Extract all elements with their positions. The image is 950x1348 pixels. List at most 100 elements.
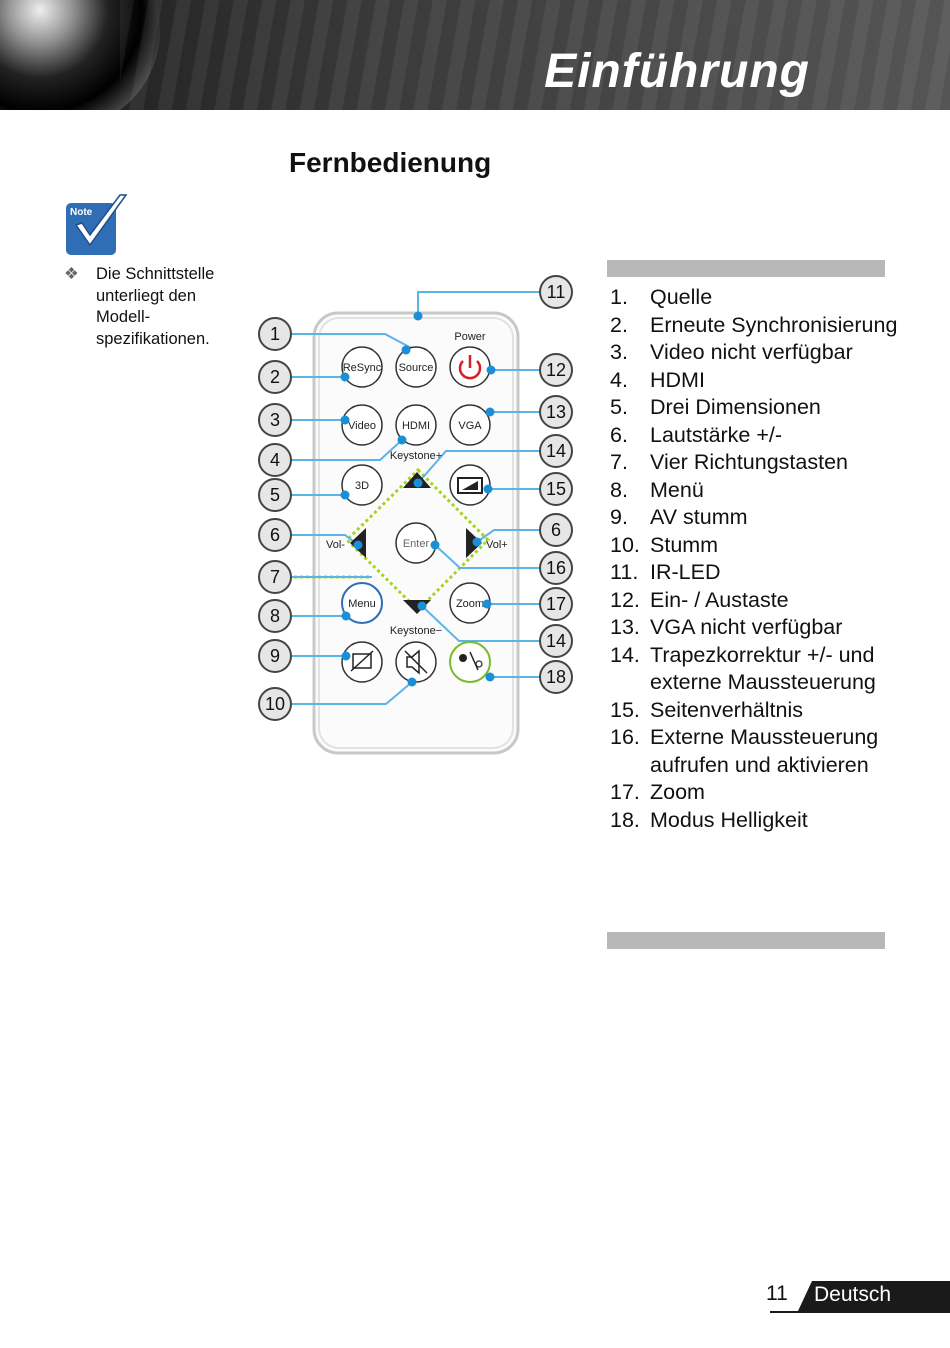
list-item: 15.Seitenverhältnis: [610, 697, 803, 722]
callout-right-13: 13: [539, 395, 573, 429]
list-item: 18.Modus Helligkeit: [610, 807, 808, 832]
list-item: 10.Stumm: [610, 532, 719, 557]
note-line: unterliegt den: [96, 286, 196, 305]
three-d-label: 3D: [355, 480, 369, 492]
footer-language: Deutsch: [814, 1283, 892, 1306]
av-mute-button: [341, 641, 383, 683]
callout-right-11: 11: [539, 275, 573, 309]
callout-lines: [291, 291, 540, 705]
note-checkmark-icon: Note: [66, 194, 128, 255]
resync-button: ReSync: [341, 346, 383, 388]
footer-tab: [798, 1281, 950, 1311]
video-button: Video: [341, 404, 383, 446]
source-button: Source: [395, 346, 437, 388]
note-text: ❖ Die Schnittstelle unterliegt den Model…: [64, 264, 244, 350]
svg-text:7: 7: [270, 567, 280, 587]
note-line: Die Schnittstelle: [96, 265, 215, 283]
callout-left-6: 6: [258, 518, 292, 552]
list-item: 2.Erneute Synchronisierung: [610, 312, 898, 337]
svg-text:16: 16: [546, 558, 566, 578]
callout-right-18: 18: [539, 660, 573, 694]
keystone-minus-label: Keystone−: [390, 625, 442, 637]
zoom-button: Zoom: [449, 582, 491, 624]
svg-text:18: 18: [546, 667, 566, 687]
three-d-button: 3D: [341, 464, 383, 506]
callout-right-15: 15: [539, 472, 573, 506]
list-item: 4.HDMI: [610, 367, 705, 392]
callout-left-5: 5: [258, 478, 292, 512]
vga-button: VGA: [449, 404, 491, 446]
svg-text:6: 6: [551, 520, 561, 540]
mute-button: [395, 641, 437, 683]
callout-right-6: 6: [539, 513, 573, 547]
list-item: 17.Zoom: [610, 780, 705, 804]
menu-label: Menu: [348, 598, 376, 610]
list-item: 1.Quelle: [610, 285, 713, 309]
remote-control-diagram: Power ReSync Source Video HDMI VGA Keyst…: [258, 275, 573, 755]
brightness-icon: [459, 654, 467, 662]
enter-label: Enter: [403, 538, 430, 550]
page-number: 11: [766, 1282, 788, 1305]
callout-dots: [340, 311, 496, 687]
note-bullet-icon: ❖: [64, 265, 79, 283]
lens-graphic: [0, 0, 160, 110]
power-button: [449, 346, 491, 388]
list-item: 8.Menü: [610, 477, 704, 502]
brightness-button: [449, 641, 491, 683]
svg-text:13: 13: [546, 402, 566, 422]
callout-right-14b: 14: [539, 624, 573, 658]
svg-text:5: 5: [270, 485, 280, 505]
header-pattern: [120, 0, 950, 110]
svg-text:15: 15: [546, 479, 566, 499]
keystone-plus-label: Keystone+: [390, 450, 442, 462]
callout-left-4: 4: [258, 443, 292, 477]
list-divider-bottom: [607, 932, 885, 949]
callout-left-1: 1: [258, 317, 292, 351]
hdmi-button: HDMI: [395, 404, 437, 446]
av-mute-icon: [352, 653, 372, 669]
list-item: 5.Drei Dimensionen: [610, 395, 821, 419]
note-badge: Note: [70, 207, 93, 218]
chapter-title: Einführung: [544, 45, 810, 98]
callout-right-14a: 14: [539, 434, 573, 468]
list-item: 3.Video nicht verfügbar: [610, 340, 853, 364]
list-item: 6.Lautstärke +/-: [610, 422, 783, 447]
vga-label: VGA: [458, 420, 482, 432]
section-title: Fernbedienung: [289, 147, 492, 178]
callout-right-16: 16: [539, 551, 573, 585]
svg-text:8: 8: [270, 606, 280, 626]
feature-list: 1.Quelle 2.Erneute Synchronisierung 3.Vi…: [610, 284, 910, 834]
svg-text:3: 3: [270, 410, 280, 430]
aspect-ratio-button: [449, 464, 491, 506]
svg-text:10: 10: [265, 694, 285, 714]
video-label: Video: [348, 420, 376, 432]
note-line: spezifikationen.: [96, 329, 210, 348]
svg-text:12: 12: [546, 360, 566, 380]
power-label: Power: [454, 331, 486, 343]
list-item: 12.Ein- / Austaste: [610, 587, 789, 612]
callout-left-2: 2: [258, 360, 292, 394]
zoom-label: Zoom: [456, 598, 484, 610]
power-icon: [458, 360, 482, 380]
footer-rule: [770, 1311, 950, 1313]
svg-text:14: 14: [546, 631, 566, 651]
list-item: 14.Trapezkorrektur +/- und externe Mauss…: [610, 642, 876, 695]
callout-left-3: 3: [258, 403, 292, 437]
svg-text:11: 11: [547, 282, 566, 302]
svg-text:4: 4: [270, 450, 280, 470]
resync-label: ReSync: [343, 362, 382, 374]
source-label: Source: [399, 362, 434, 374]
svg-text:14: 14: [546, 441, 566, 461]
page-header: Einführung: [0, 0, 950, 110]
enter-button: Enter: [395, 522, 437, 564]
list-item: 16.Externe Maussteuerung aufrufen und ak…: [610, 725, 879, 777]
list-divider-top: [607, 260, 885, 277]
svg-text:6: 6: [270, 525, 280, 545]
svg-text:17: 17: [546, 594, 566, 614]
svg-text:1: 1: [270, 324, 280, 344]
list-item: 7.Vier Richtungstasten: [610, 450, 848, 474]
vol-minus-label: Vol-: [326, 539, 345, 551]
svg-text:9: 9: [270, 646, 280, 666]
list-item: 11.IR-LED: [610, 560, 721, 584]
svg-text:2: 2: [270, 367, 280, 387]
